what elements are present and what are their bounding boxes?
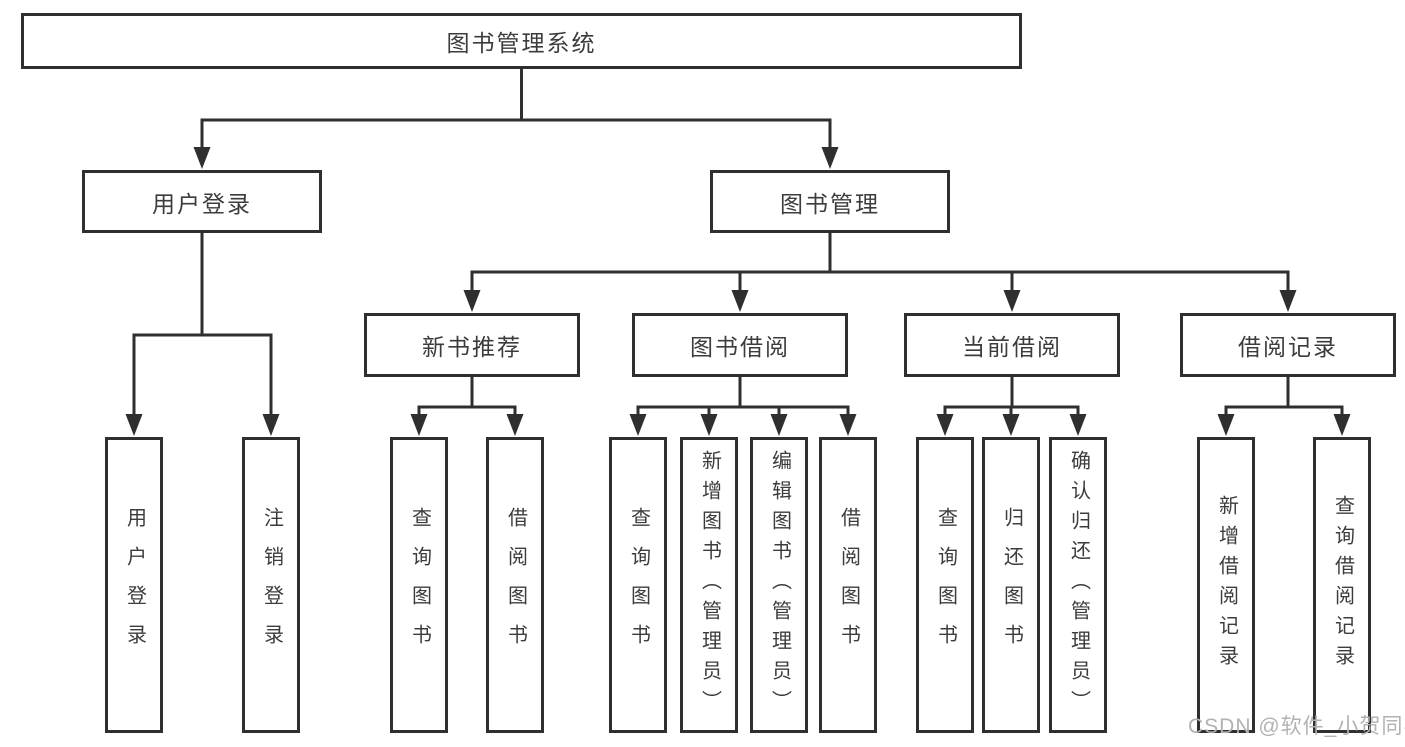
node-book-borrowing: 图书借阅: [632, 313, 848, 377]
node-label: 确认归还（管理员）: [1067, 450, 1090, 720]
leaf-borrow-books-recommend: 借阅图书: [486, 437, 544, 733]
node-label: 用户登录: [123, 507, 146, 663]
node-label: 借阅图书: [504, 507, 527, 663]
node-label: 新增图书（管理员）: [698, 450, 721, 720]
node-label: 借阅图书: [837, 507, 860, 663]
leaf-logout-login: 注销登录: [242, 437, 300, 733]
node-label: 新书推荐: [422, 334, 522, 360]
leaf-query-books-recommend: 查询图书: [390, 437, 448, 733]
leaf-add-books-admin: 新增图书（管理员）: [680, 437, 738, 733]
node-label: 查询图书: [627, 507, 650, 663]
node-label: 查询图书: [408, 507, 431, 663]
node-label: 图书管理系统: [446, 30, 597, 56]
node-label: 图书借阅: [690, 334, 790, 360]
node-label: 查询图书: [934, 507, 957, 663]
arrowheads: [125, 147, 1351, 436]
node-label: 图书管理: [780, 190, 880, 217]
node-label: 借阅记录: [1238, 334, 1338, 360]
node-label: 新增借阅记录: [1215, 495, 1238, 675]
node-user-login: 用户登录: [82, 170, 322, 233]
leaf-edit-books-admin: 编辑图书（管理员）: [750, 437, 808, 733]
node-borrowing-records: 借阅记录: [1180, 313, 1396, 377]
leaf-query-borrow-record: 查询借阅记录: [1313, 437, 1371, 733]
node-label: 用户登录: [152, 190, 252, 217]
leaf-user-login: 用户登录: [105, 437, 163, 733]
leaf-borrow-books-borrowing: 借阅图书: [819, 437, 877, 733]
leaf-query-books-current: 查询图书: [916, 437, 974, 733]
leaf-add-borrow-record: 新增借阅记录: [1197, 437, 1255, 733]
leaf-query-books-borrowing: 查询图书: [609, 437, 667, 733]
node-label: 编辑图书（管理员）: [768, 450, 791, 720]
node-label: 当前借阅: [962, 334, 1062, 360]
node-label: 归还图书: [1000, 507, 1023, 663]
leaf-return-books: 归还图书: [982, 437, 1040, 733]
node-book-management: 图书管理: [710, 170, 950, 233]
leaf-confirm-return-admin: 确认归还（管理员）: [1049, 437, 1107, 733]
node-new-book-recommendation: 新书推荐: [364, 313, 580, 377]
node-label: 查询借阅记录: [1331, 495, 1354, 675]
node-label: 注销登录: [260, 507, 283, 663]
node-current-borrowing: 当前借阅: [904, 313, 1120, 377]
watermark-text: CSDN @软件_小贺同学: [1188, 715, 1405, 738]
connector-path: [132, 67, 1344, 418]
node-library-system: 图书管理系统: [21, 13, 1022, 69]
